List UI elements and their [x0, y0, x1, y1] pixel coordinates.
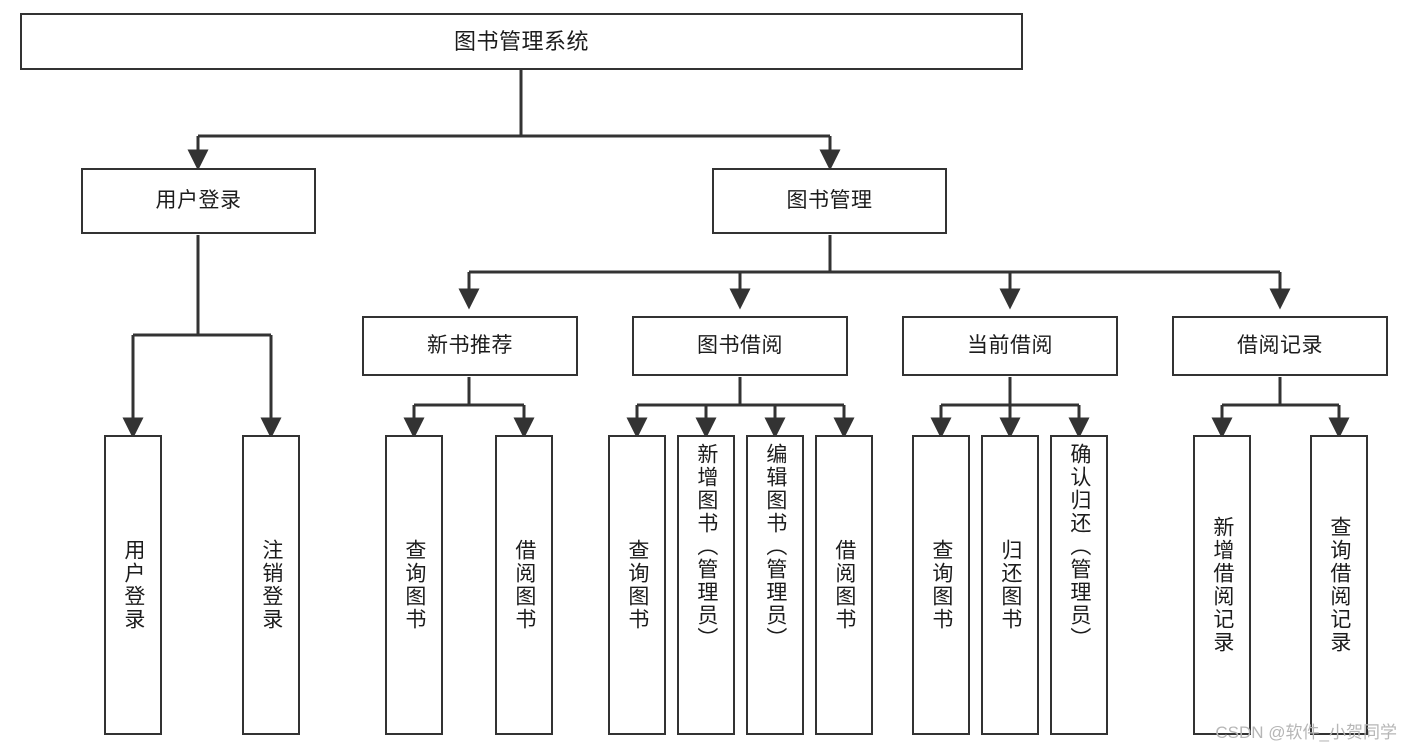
node-label: 确认归还（管理员）	[1067, 443, 1091, 650]
node-label: 图书管理系统	[453, 28, 589, 54]
node-leaf-add-book-admin[interactable]: 新增图书（管理员）	[677, 435, 735, 735]
node-current-borrow[interactable]: 当前借阅	[902, 316, 1118, 376]
node-label: 新书推荐	[427, 333, 513, 357]
node-borrow-record[interactable]: 借阅记录	[1172, 316, 1388, 376]
node-label: 注销登录	[259, 539, 283, 631]
node-leaf-edit-book-admin[interactable]: 编辑图书（管理员）	[746, 435, 804, 735]
node-leaf-logout[interactable]: 注销登录	[242, 435, 300, 735]
node-label: 用户登录	[121, 539, 145, 631]
csdn-watermark: CSDN @软件_小贺同学	[1215, 723, 1397, 742]
node-leaf-confirm-return-admin[interactable]: 确认归还（管理员）	[1050, 435, 1108, 735]
node-leaf-borrow-book-recommend[interactable]: 借阅图书	[495, 435, 553, 735]
node-user-login[interactable]: 用户登录	[81, 168, 316, 234]
node-leaf-user-login[interactable]: 用户登录	[104, 435, 162, 735]
node-label: 借阅记录	[1237, 333, 1323, 357]
node-new-book-recommend[interactable]: 新书推荐	[362, 316, 578, 376]
node-root-book-management-system[interactable]: 图书管理系统	[20, 13, 1023, 70]
node-label: 新增借阅记录	[1210, 516, 1234, 654]
node-label: 新增图书（管理员）	[694, 443, 718, 650]
node-leaf-query-borrow-record[interactable]: 查询借阅记录	[1310, 435, 1368, 735]
node-label: 借阅图书	[512, 539, 536, 631]
node-leaf-query-book-borrow[interactable]: 查询图书	[608, 435, 666, 735]
node-leaf-query-book-current[interactable]: 查询图书	[912, 435, 970, 735]
node-leaf-borrow-book[interactable]: 借阅图书	[815, 435, 873, 735]
node-label: 查询图书	[402, 539, 426, 631]
node-label: 查询图书	[929, 539, 953, 631]
node-label: 查询图书	[625, 539, 649, 631]
node-label: 用户登录	[155, 188, 242, 212]
node-book-borrow[interactable]: 图书借阅	[632, 316, 848, 376]
node-label: 编辑图书（管理员）	[763, 443, 787, 650]
node-leaf-query-book-recommend[interactable]: 查询图书	[385, 435, 443, 735]
node-label: 借阅图书	[832, 539, 856, 631]
node-label: 图书借阅	[697, 333, 783, 357]
node-book-management[interactable]: 图书管理	[712, 168, 947, 234]
node-label: 归还图书	[998, 539, 1022, 631]
node-leaf-return-book[interactable]: 归还图书	[981, 435, 1039, 735]
node-label: 当前借阅	[967, 333, 1053, 357]
node-label: 查询借阅记录	[1327, 516, 1351, 654]
node-leaf-add-borrow-record[interactable]: 新增借阅记录	[1193, 435, 1251, 735]
node-label: 图书管理	[786, 188, 873, 212]
